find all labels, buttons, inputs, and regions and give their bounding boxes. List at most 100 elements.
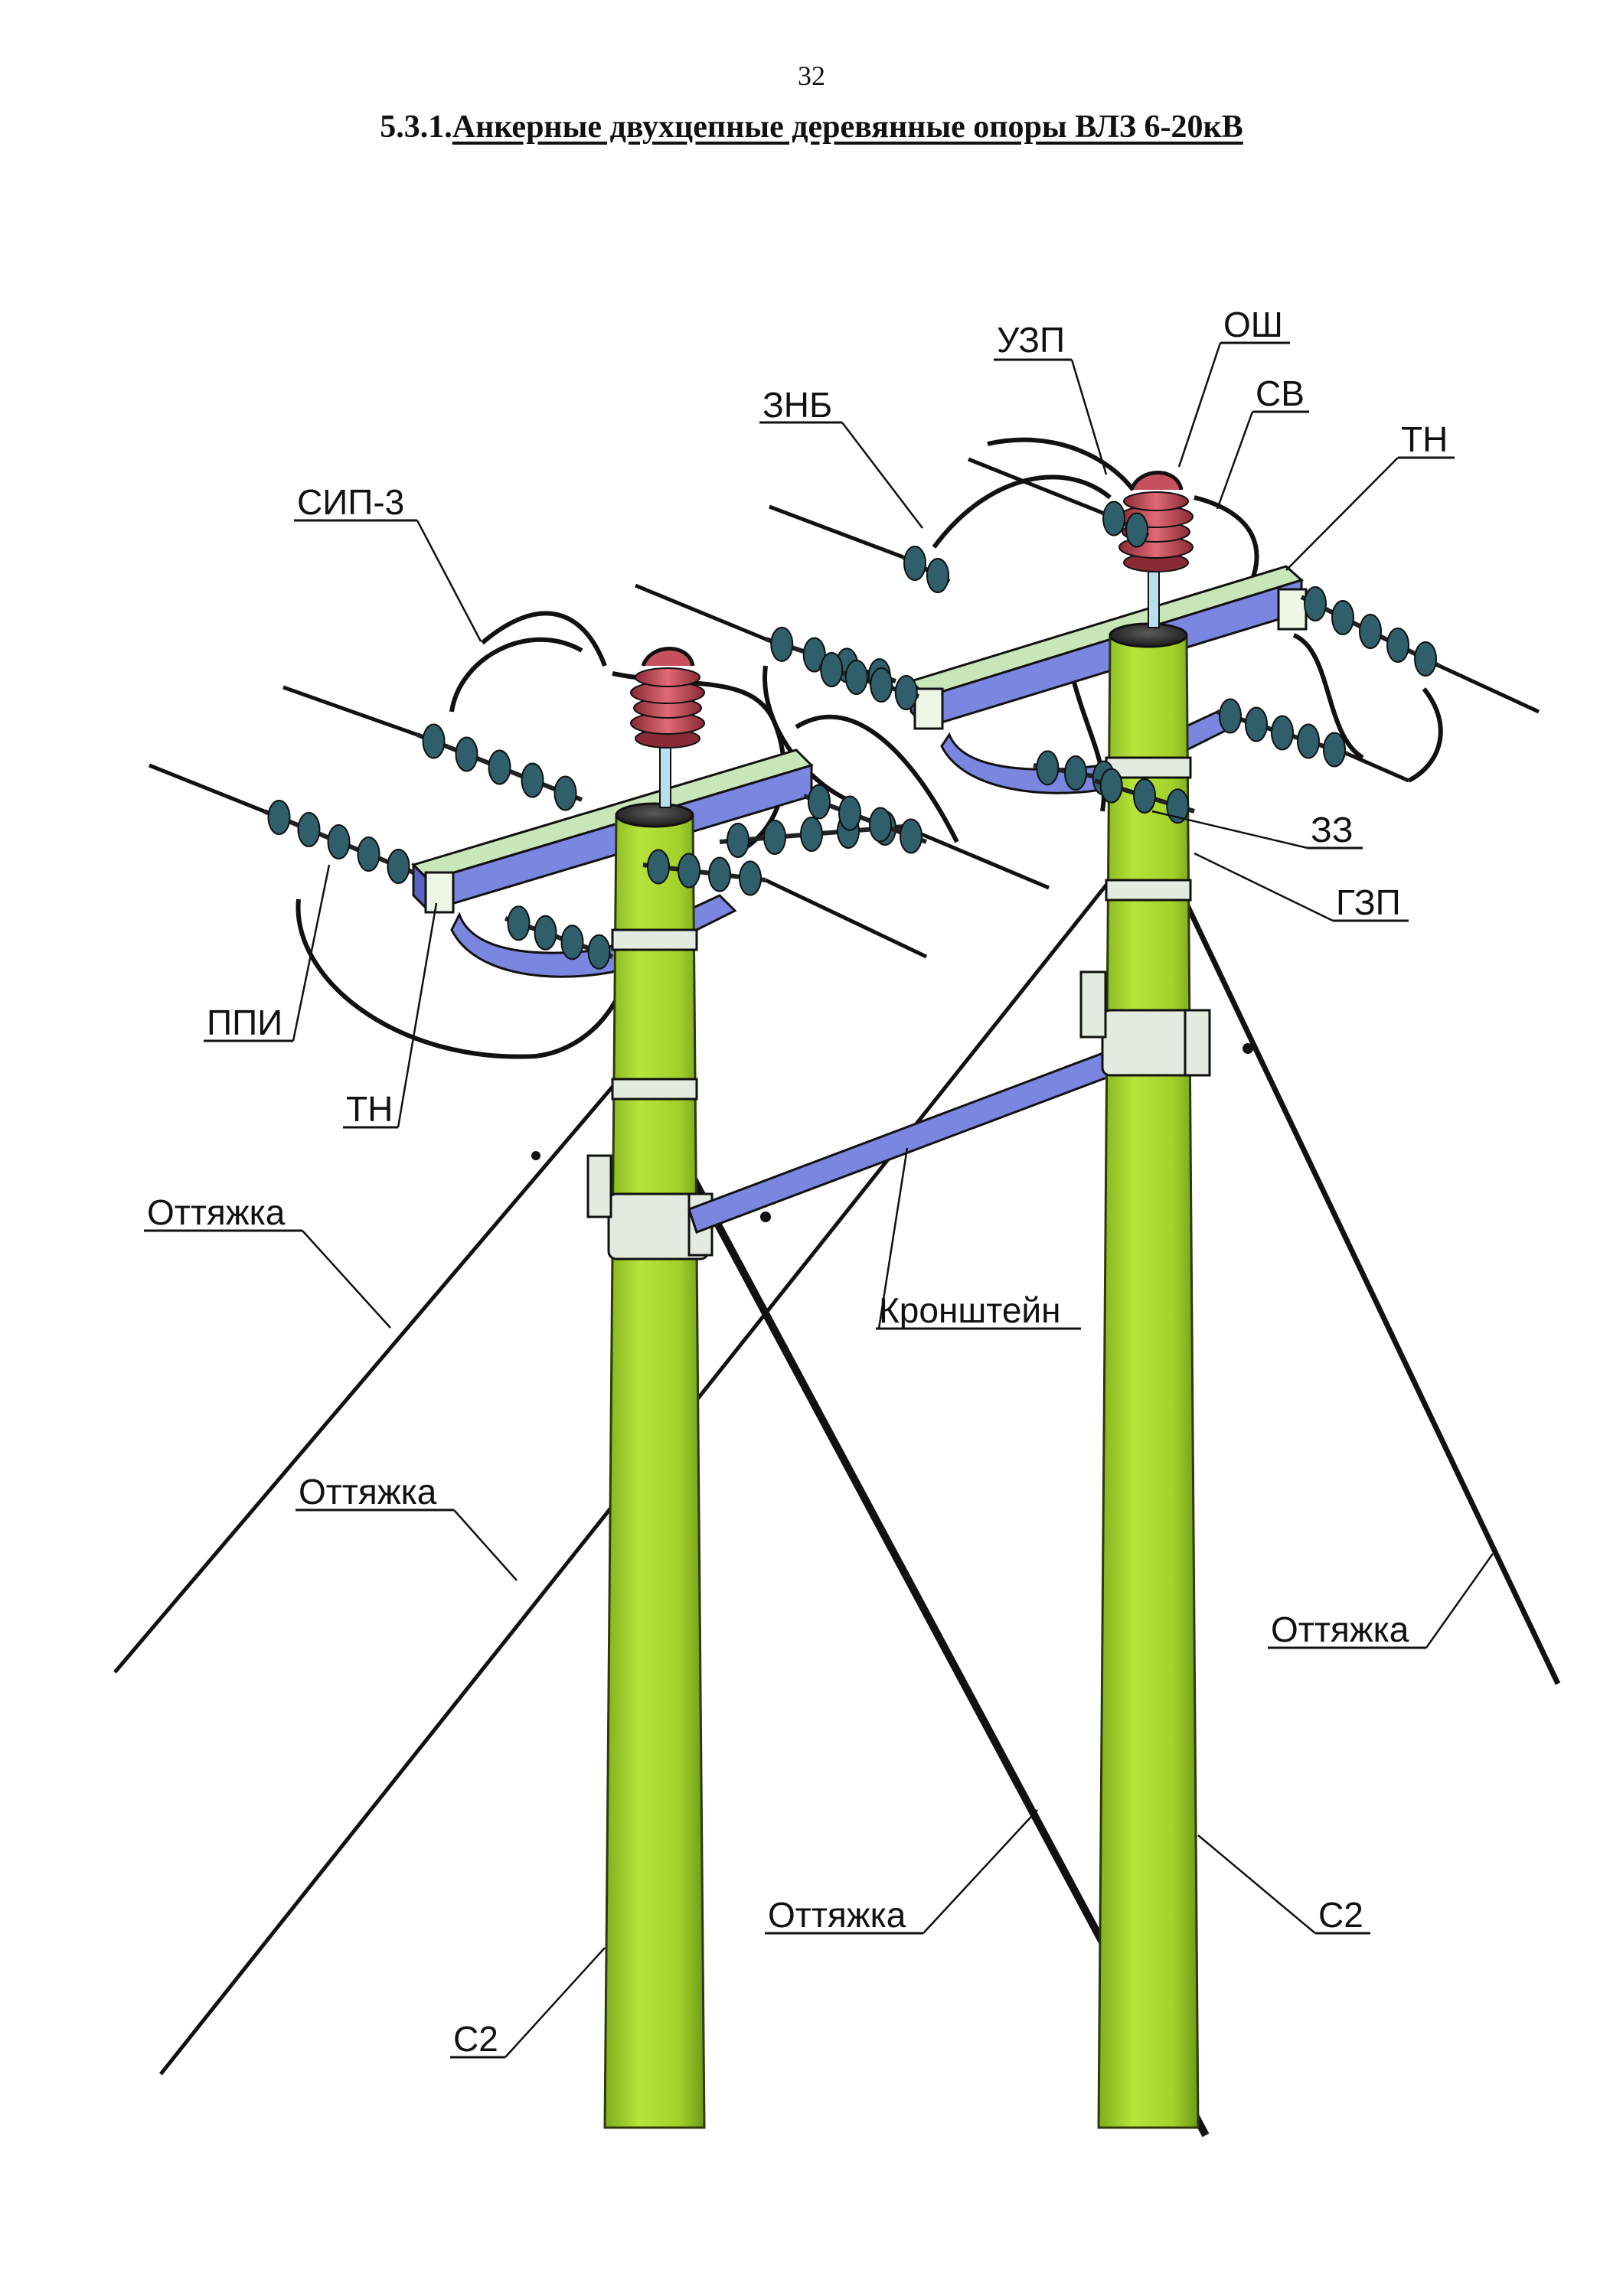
label-c2-right: С2 (1318, 1895, 1363, 1935)
guy-wire-left-outer (113, 1085, 614, 1674)
insulator-disc (727, 823, 749, 858)
insulator-strings (263, 501, 1441, 970)
label-znb: ЗНБ (763, 385, 832, 425)
page-number: 32 (798, 60, 825, 91)
conductor-wire (1438, 664, 1540, 714)
insulator-disc (554, 775, 577, 811)
bracket-plate (586, 1154, 612, 1218)
insulator-disc (808, 784, 831, 820)
insulator-disc (267, 800, 291, 835)
label-ppi: ППИ (207, 1003, 282, 1042)
right-pole-assembly (687, 471, 1308, 2129)
insulator-disc (1099, 768, 1123, 804)
label-ottyazhka-2: Оттяжка (299, 1472, 437, 1512)
insulator-disc (926, 558, 949, 593)
labels: УЗП ОШ СВ ТН ЗНБ СИП-3 ЗЗ (144, 305, 1494, 2059)
crossarm-top (909, 565, 1304, 698)
insulator-disc (800, 817, 823, 852)
label-zz: ЗЗ (1311, 810, 1354, 850)
jumper-loop (987, 437, 1135, 491)
insulator-disc (903, 546, 926, 581)
label-osh: ОШ (1223, 305, 1283, 344)
insulator-disc (422, 723, 446, 759)
label-gzp: ГЗП (1336, 882, 1401, 922)
insulator-disc (1271, 715, 1294, 751)
jumper-loop (449, 637, 583, 713)
insulator-disc (1036, 750, 1060, 786)
insulator-disc (869, 807, 892, 843)
pole-band (1105, 879, 1192, 902)
left-pole-assembly (411, 647, 814, 2129)
insulator-disc (1245, 706, 1268, 742)
jumper-loop (795, 714, 959, 843)
arrester-pin (659, 738, 671, 808)
bracket-plate (1184, 1009, 1211, 1077)
insulator-disc (894, 675, 918, 710)
title-text: Анкерные двухцепные деревянные опоры ВЛЗ… (452, 109, 1243, 145)
crossarm-bracket (424, 871, 455, 914)
insulator-disc (770, 626, 794, 662)
pole-band (611, 1078, 698, 1101)
label-ottyazhka-3: Оттяжка (1271, 1609, 1409, 1649)
conductor-wire (769, 504, 904, 559)
insulator-disc (1133, 778, 1156, 814)
jumper-loop (481, 611, 607, 667)
label-c2-left: С2 (453, 2019, 498, 2059)
label-tn-left: ТН (346, 1089, 393, 1129)
insulator-disc (1414, 641, 1437, 677)
insulator-disc (1331, 600, 1354, 635)
insulator-disc (1219, 698, 1242, 734)
left-pole-cap (615, 802, 694, 828)
insulator-disc (838, 795, 861, 831)
insulator-disc (820, 652, 844, 687)
label-tn-right: ТН (1401, 419, 1448, 459)
insulator-disc (802, 637, 826, 673)
jumper-loop (1292, 633, 1364, 760)
insulator-disc (1323, 732, 1346, 768)
left-pole (603, 814, 706, 2129)
bracket-plate (1079, 970, 1107, 1039)
crossarm-brace (450, 894, 737, 978)
guy-turnbuckle (1243, 1043, 1253, 1054)
guy-turnbuckle (531, 1151, 540, 1160)
insulator-disc (708, 856, 731, 892)
label-sv: СВ (1256, 373, 1305, 413)
insulator-disc (1125, 512, 1148, 548)
pole-band (611, 928, 698, 951)
jumper-loop (932, 475, 1112, 549)
insulator-disc (1064, 755, 1087, 791)
arrester-pin (1148, 566, 1160, 628)
conductor-wire (635, 583, 766, 641)
insulator-disc (1297, 723, 1320, 759)
crossarm-top (411, 748, 814, 882)
insulator-disc (1304, 586, 1327, 621)
crossarm-bracket (913, 687, 944, 730)
insulator-disc (678, 853, 700, 889)
insulator-disc (1386, 628, 1409, 663)
insulator-disc (647, 849, 670, 885)
kronshtein-bar (687, 1043, 1135, 1234)
conductor-wire (1346, 752, 1410, 783)
insulator-disc (297, 812, 321, 847)
insulator-disc (739, 860, 762, 896)
left-surge-arrester (630, 647, 705, 748)
right-pole (1097, 634, 1200, 2129)
insulator-disc (870, 667, 893, 703)
insulator-disc (844, 660, 868, 695)
insulator-disc (1359, 614, 1382, 649)
page-title: 5.3.1.Анкерные двухцепные деревянные опо… (0, 109, 1623, 145)
conductor-wire (764, 878, 928, 959)
insulator-disc (488, 749, 511, 785)
label-ottyazhka-4: Оттяжка (768, 1895, 906, 1935)
insulator-disc (900, 818, 923, 854)
insulator-disc (521, 762, 544, 798)
insulator-disc (1102, 501, 1125, 536)
label-uzp: УЗП (997, 320, 1065, 360)
conductor-wire (282, 685, 418, 737)
insulator-disc (357, 837, 380, 872)
insulator-disc (560, 925, 584, 960)
title-section-number: 5.3.1. (380, 109, 452, 145)
insulator-disc (327, 824, 351, 859)
